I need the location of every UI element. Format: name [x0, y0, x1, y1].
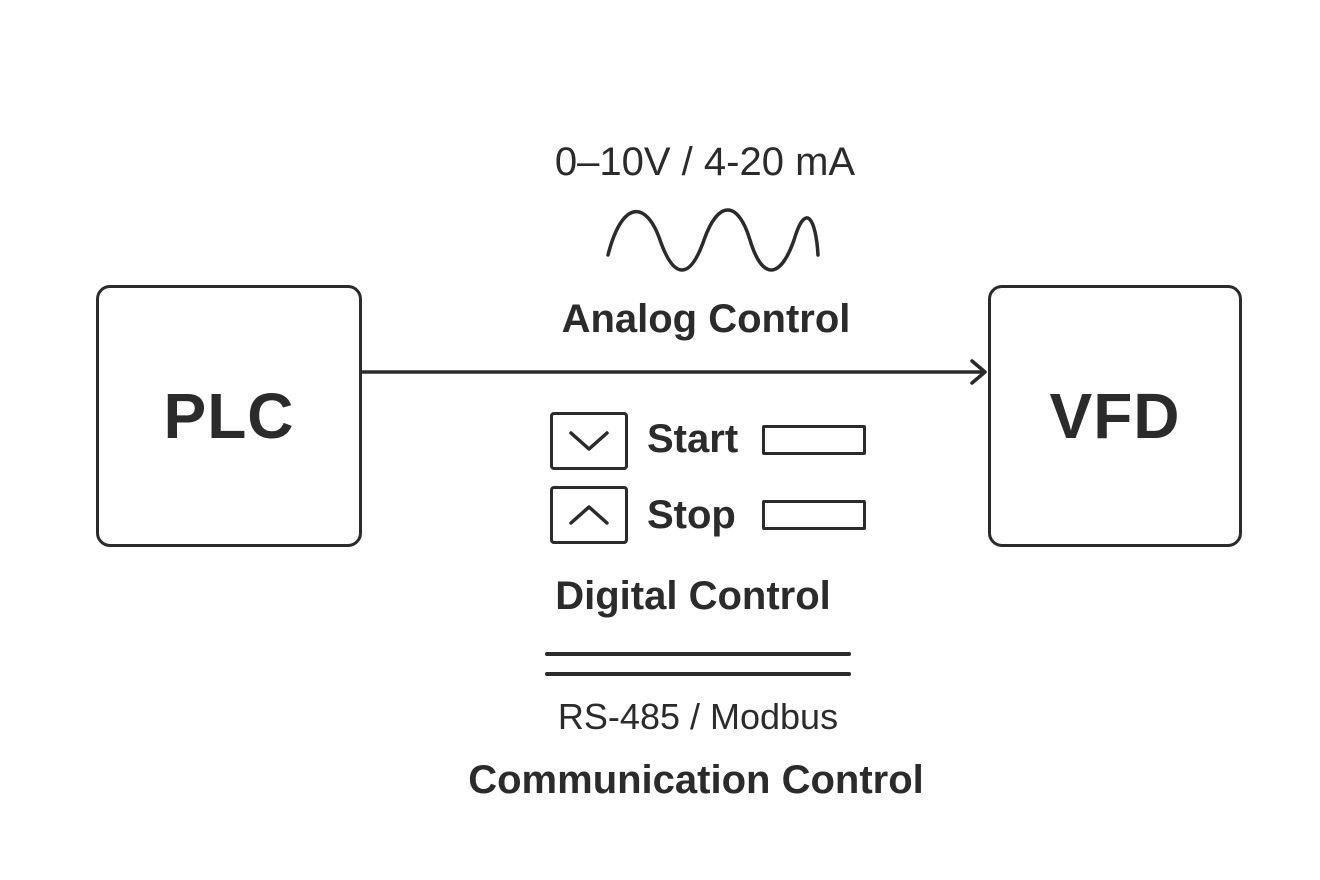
plc-label: PLC	[163, 380, 295, 452]
double-line-bus-icon	[545, 652, 851, 676]
analog-control-title: Analog Control	[561, 297, 851, 341]
communication-signal-label: RS-485 / Modbus	[557, 696, 839, 737]
analog-signal-label: 0–10V / 4-20 mA	[554, 140, 856, 184]
start-label: Start	[647, 417, 739, 461]
start-button	[550, 412, 628, 470]
stop-label: Stop	[647, 493, 736, 537]
stop-button	[550, 486, 628, 544]
vfd-label: VFD	[1049, 380, 1181, 452]
plc-block: PLC	[96, 285, 362, 547]
plc-to-vfd-arrow	[360, 359, 987, 385]
chevron-up-icon	[569, 505, 609, 525]
stop-indicator	[762, 500, 866, 530]
chevron-down-icon	[569, 431, 609, 451]
sine-wave-icon	[606, 208, 820, 272]
start-indicator	[762, 425, 866, 455]
digital-control-title: Digital Control	[555, 574, 831, 618]
vfd-block: VFD	[988, 285, 1242, 547]
communication-control-title: Communication Control	[468, 758, 924, 802]
